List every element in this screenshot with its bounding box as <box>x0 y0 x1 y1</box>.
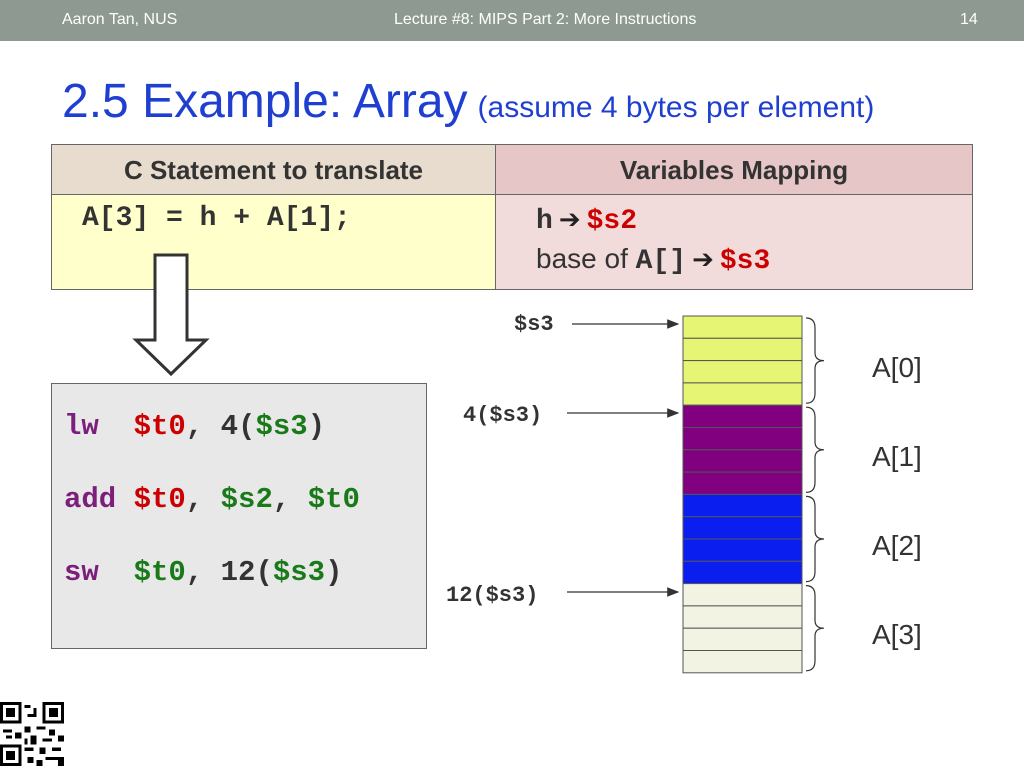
mapping-var-h: h <box>536 206 553 237</box>
mapping-reg-s2: $s2 <box>586 206 638 237</box>
memory-word-cell <box>682 516 803 540</box>
translation-table: C Statement to translate Variables Mappi… <box>51 144 973 290</box>
col-header-variables-mapping: Variables Mapping <box>496 145 972 195</box>
memory-word-cell <box>682 471 803 495</box>
right-arrow-icon: ➔ <box>558 204 581 234</box>
code-line-lw: lw $t0, 4($s3) <box>64 410 325 443</box>
qr-code-icon <box>0 702 64 766</box>
opcode-sw: sw <box>64 556 99 589</box>
brace-icon <box>805 585 825 672</box>
mips-code-box: lw $t0, 4($s3) add $t0, $s2, $t0 sw $t0,… <box>51 383 427 649</box>
reg-s3: $s3 <box>272 556 326 589</box>
memory-word-cell <box>682 427 803 451</box>
right-arrow-icon: ➔ <box>692 244 714 274</box>
element-label-a2: A[2] <box>872 530 922 561</box>
element-label-a0: A[0] <box>872 352 922 383</box>
mapping-reg-s3: $s3 <box>719 246 771 277</box>
offset: 12( <box>220 556 273 589</box>
cell-variables-mapping: h➔$s2 base of A[]➔$s3 <box>496 195 972 289</box>
code-line-sw: sw $t0, 12($s3) <box>64 556 343 589</box>
paren: ) <box>325 556 343 589</box>
pointer-label-12s3: 12($s3) <box>446 583 539 608</box>
col-header-c-statement: C Statement to translate <box>52 145 496 195</box>
comma: , <box>272 483 291 516</box>
reg-t0: $t0 <box>133 410 186 443</box>
memory-word-cell <box>682 650 803 674</box>
mapping-var-a: A[] <box>635 246 687 277</box>
mapping-prefix: base of <box>536 243 628 274</box>
memory-word-cell <box>682 404 803 429</box>
slide-header: Aaron Tan, NUS Lecture #8: MIPS Part 2: … <box>0 0 1024 41</box>
memory-word-cell <box>682 449 803 473</box>
memory-word-cell <box>682 315 803 339</box>
pointer-label-s3: $s3 <box>514 312 554 337</box>
slide-title: 2.5 Example: Array (assume 4 bytes per el… <box>62 74 874 129</box>
memory-word-cell <box>682 538 803 562</box>
memory-word-cell <box>682 382 803 406</box>
pointer-label-4s3: 4($s3) <box>463 403 543 428</box>
title-sub: (assume 4 bytes per element) <box>477 91 875 124</box>
page-number: 14 <box>960 11 978 28</box>
brace-icon <box>805 406 825 493</box>
author-label: Aaron Tan, NUS <box>62 11 178 28</box>
element-label-a3: A[3] <box>872 619 922 650</box>
memory-word-cell <box>682 360 803 384</box>
reg-s2: $s2 <box>220 483 273 516</box>
element-label-a1: A[1] <box>872 441 922 472</box>
brace-icon <box>805 495 825 583</box>
cell-c-statement: A[3] = h + A[1]; <box>52 195 496 289</box>
comma: , <box>185 483 204 516</box>
memory-word-cell <box>682 493 803 518</box>
paren: ) <box>307 410 326 443</box>
c-statement-text: A[3] = h + A[1]; <box>82 203 351 234</box>
mapping-row-a: base of A[]➔$s3 <box>536 243 770 277</box>
brace-icon <box>805 317 825 404</box>
reg-t0: $t0 <box>307 483 360 516</box>
down-arrow-icon <box>132 253 210 377</box>
memory-word-cell <box>682 605 803 629</box>
reg-t0: $t0 <box>133 483 186 516</box>
memory-word-cell <box>682 583 803 607</box>
code-line-add: add $t0, $s2, $t0 <box>64 483 360 516</box>
memory-word-cell <box>682 627 803 652</box>
reg-t0: $t0 <box>133 556 186 589</box>
lecture-title: Lecture #8: MIPS Part 2: More Instructio… <box>394 11 697 28</box>
memory-word-cell <box>682 337 803 362</box>
title-main: 2.5 Example: Array <box>62 75 468 128</box>
comma: , <box>185 410 204 443</box>
mapping-row-h: h➔$s2 <box>536 203 637 237</box>
opcode-lw: lw <box>64 410 99 443</box>
offset: 4( <box>220 410 256 443</box>
comma: , <box>185 556 204 589</box>
reg-s3: $s3 <box>255 410 308 443</box>
memory-word-cell <box>682 560 803 585</box>
opcode-add: add <box>64 483 117 516</box>
